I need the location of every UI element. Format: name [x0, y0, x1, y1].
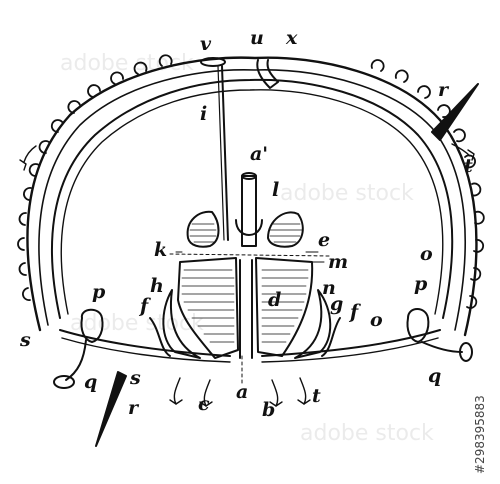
label-o-inner: o — [370, 309, 383, 331]
label-e: e — [318, 229, 330, 251]
label-h: h — [150, 275, 164, 297]
label-q-right: q — [428, 365, 441, 387]
label-q-left: q — [84, 371, 97, 393]
marginal-spikes — [95, 83, 479, 447]
upper-tube — [235, 172, 263, 247]
label-f-left: f — [138, 295, 151, 317]
label-x: x — [285, 27, 298, 49]
label-s-left: s — [19, 329, 31, 351]
watermark: adobe stock adobe stock adobe stock adob… — [60, 51, 434, 446]
watermark-text: adobe stock — [280, 181, 414, 206]
sense-organs — [19, 143, 475, 407]
label-b: b — [262, 399, 275, 421]
dashed-guides — [169, 253, 331, 385]
label-p-right: p — [414, 273, 428, 295]
label-n: n — [322, 277, 336, 299]
leader-lines — [175, 251, 325, 263]
label-a: a — [236, 381, 248, 403]
watermark-text: adobe stock — [60, 51, 194, 76]
side-flaps — [162, 289, 332, 359]
label-f-right: f — [348, 301, 361, 323]
watermark-text: adobe stock — [300, 421, 434, 446]
label-t-bottom: t — [312, 385, 321, 407]
label-c: c — [198, 393, 210, 415]
inner-canal-ring — [50, 78, 454, 319]
label-l: l — [272, 179, 279, 201]
label-i: i — [200, 103, 207, 125]
label-a-prime: a' — [250, 143, 268, 165]
label-m: m — [328, 251, 348, 273]
label-t-right: t — [464, 155, 473, 177]
apical-pore — [200, 57, 279, 89]
upper-lobes — [186, 210, 304, 248]
label-r-left: r — [128, 397, 140, 419]
central-rod — [217, 65, 229, 241]
label-v: v — [200, 33, 212, 55]
label-p-left: p — [92, 281, 106, 303]
label-o-right: o — [420, 243, 433, 265]
label-d: d — [268, 289, 281, 311]
label-g: g — [330, 293, 343, 315]
watermark-id: #298395883 — [473, 395, 487, 474]
label-s-inner: s — [129, 367, 141, 389]
label-k: k — [154, 239, 167, 261]
watermark-text: adobe stock — [70, 311, 204, 336]
tentacle-bulbs — [53, 308, 473, 389]
outer-bell-outline — [17, 54, 485, 337]
label-u: u — [250, 27, 264, 49]
label-r-right: r — [438, 79, 450, 101]
central-organ-blocks — [177, 257, 314, 359]
diagram-labels: v u x r t i a' l k e m o p p h f d n g f… — [19, 27, 473, 421]
radial-canals — [59, 317, 441, 363]
